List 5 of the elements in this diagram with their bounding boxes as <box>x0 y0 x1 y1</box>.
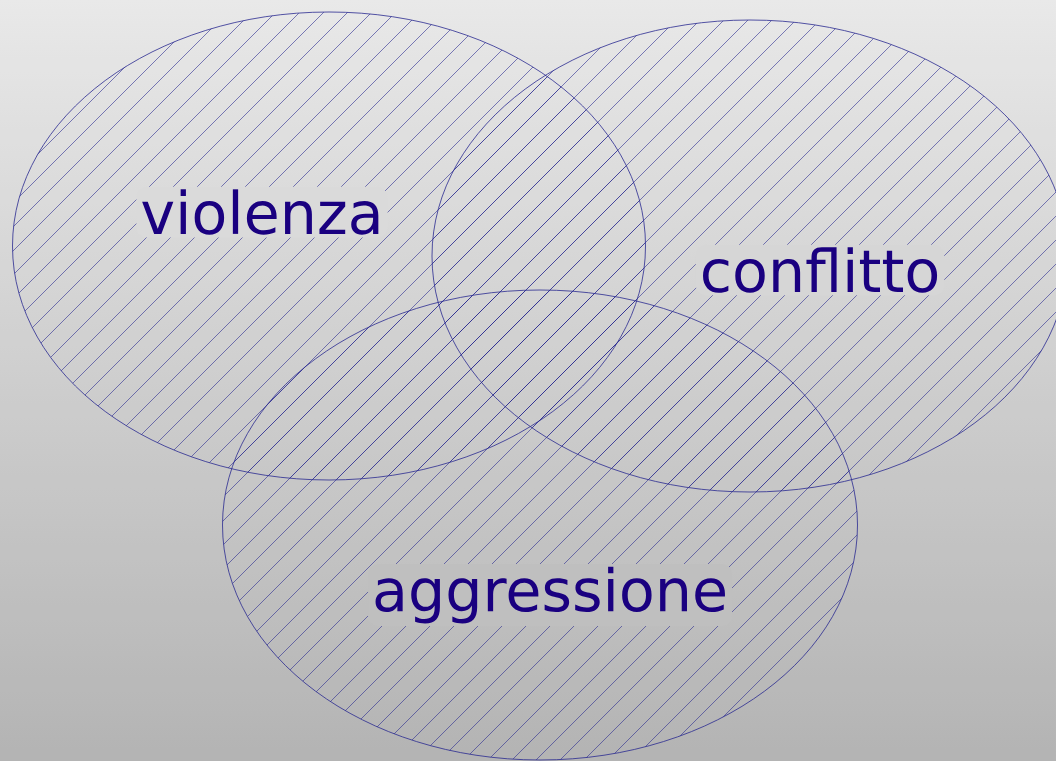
ellipse-label: violenza <box>136 186 388 238</box>
ellipse-label: conflitto <box>695 244 945 296</box>
ellipse-label: aggressione <box>368 563 732 627</box>
hatched-ellipse <box>431 19 1056 493</box>
hatched-ellipse <box>12 11 646 481</box>
